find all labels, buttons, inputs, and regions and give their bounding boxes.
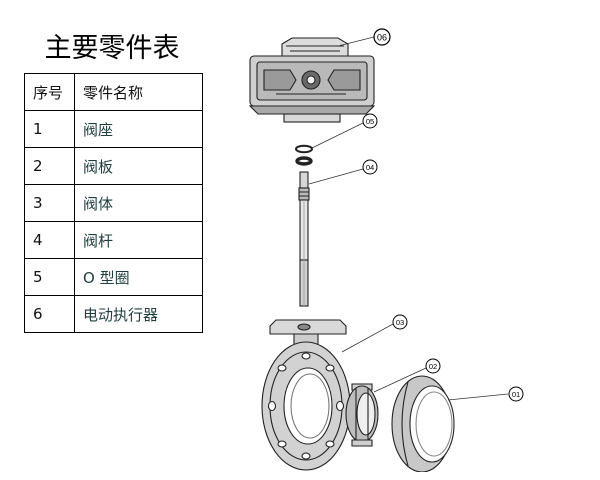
- callout-label: 05: [366, 117, 374, 126]
- valve-seat: [391, 375, 455, 472]
- callout-06: 06: [337, 28, 391, 47]
- valve-disc: [345, 383, 379, 447]
- parts-table: 序号 零件名称 1 阀座 2 阀板 3 阀体 4 阀杆 5 O 型圈 6 电动执…: [24, 73, 203, 333]
- callout-04: 04: [308, 159, 378, 185]
- part-name: 阀杆: [74, 221, 203, 259]
- part-number: 1: [24, 110, 75, 148]
- valve-exploded-drawing: 06 05 04 03 02 01: [248, 28, 524, 472]
- valve-body: [261, 319, 351, 471]
- part-name: 阀板: [74, 147, 203, 185]
- parts-table-title: 主要零件表: [44, 33, 180, 64]
- callout-label: 06: [377, 33, 387, 43]
- electric-actuator: [248, 37, 376, 123]
- callout-01: 01: [447, 386, 524, 402]
- part-number: 3: [24, 184, 75, 222]
- table-row: 3 阀体: [24, 184, 203, 222]
- table-row: 6 电动执行器: [24, 295, 203, 333]
- part-name: 阀体: [74, 184, 203, 222]
- part-number: 5: [24, 258, 75, 296]
- callout-label: 04: [366, 163, 374, 172]
- table-row: 2 阀板: [24, 147, 203, 185]
- header-number: 序号: [24, 73, 75, 111]
- part-number: 4: [24, 221, 75, 259]
- table-row: 5 O 型圈: [24, 258, 203, 296]
- part-name: 电动执行器: [74, 295, 203, 333]
- part-number: 6: [24, 295, 75, 333]
- callout-label: 01: [512, 390, 520, 399]
- part-name: 阀座: [74, 110, 203, 148]
- table-row: 4 阀杆: [24, 221, 203, 259]
- callout-label: 02: [429, 362, 437, 371]
- header-part-name: 零件名称: [74, 73, 203, 111]
- valve-stem: [298, 171, 310, 307]
- callout-label: 03: [396, 318, 404, 327]
- callout-02: 02: [373, 358, 441, 393]
- callout-03: 03: [341, 314, 408, 353]
- table-row: 1 阀座: [24, 110, 203, 148]
- part-name: O 型圈: [74, 258, 203, 296]
- table-header-row: 序号 零件名称: [24, 73, 203, 111]
- callout-05: 05: [311, 113, 378, 149]
- o-rings: [295, 144, 313, 166]
- part-number: 2: [24, 147, 75, 185]
